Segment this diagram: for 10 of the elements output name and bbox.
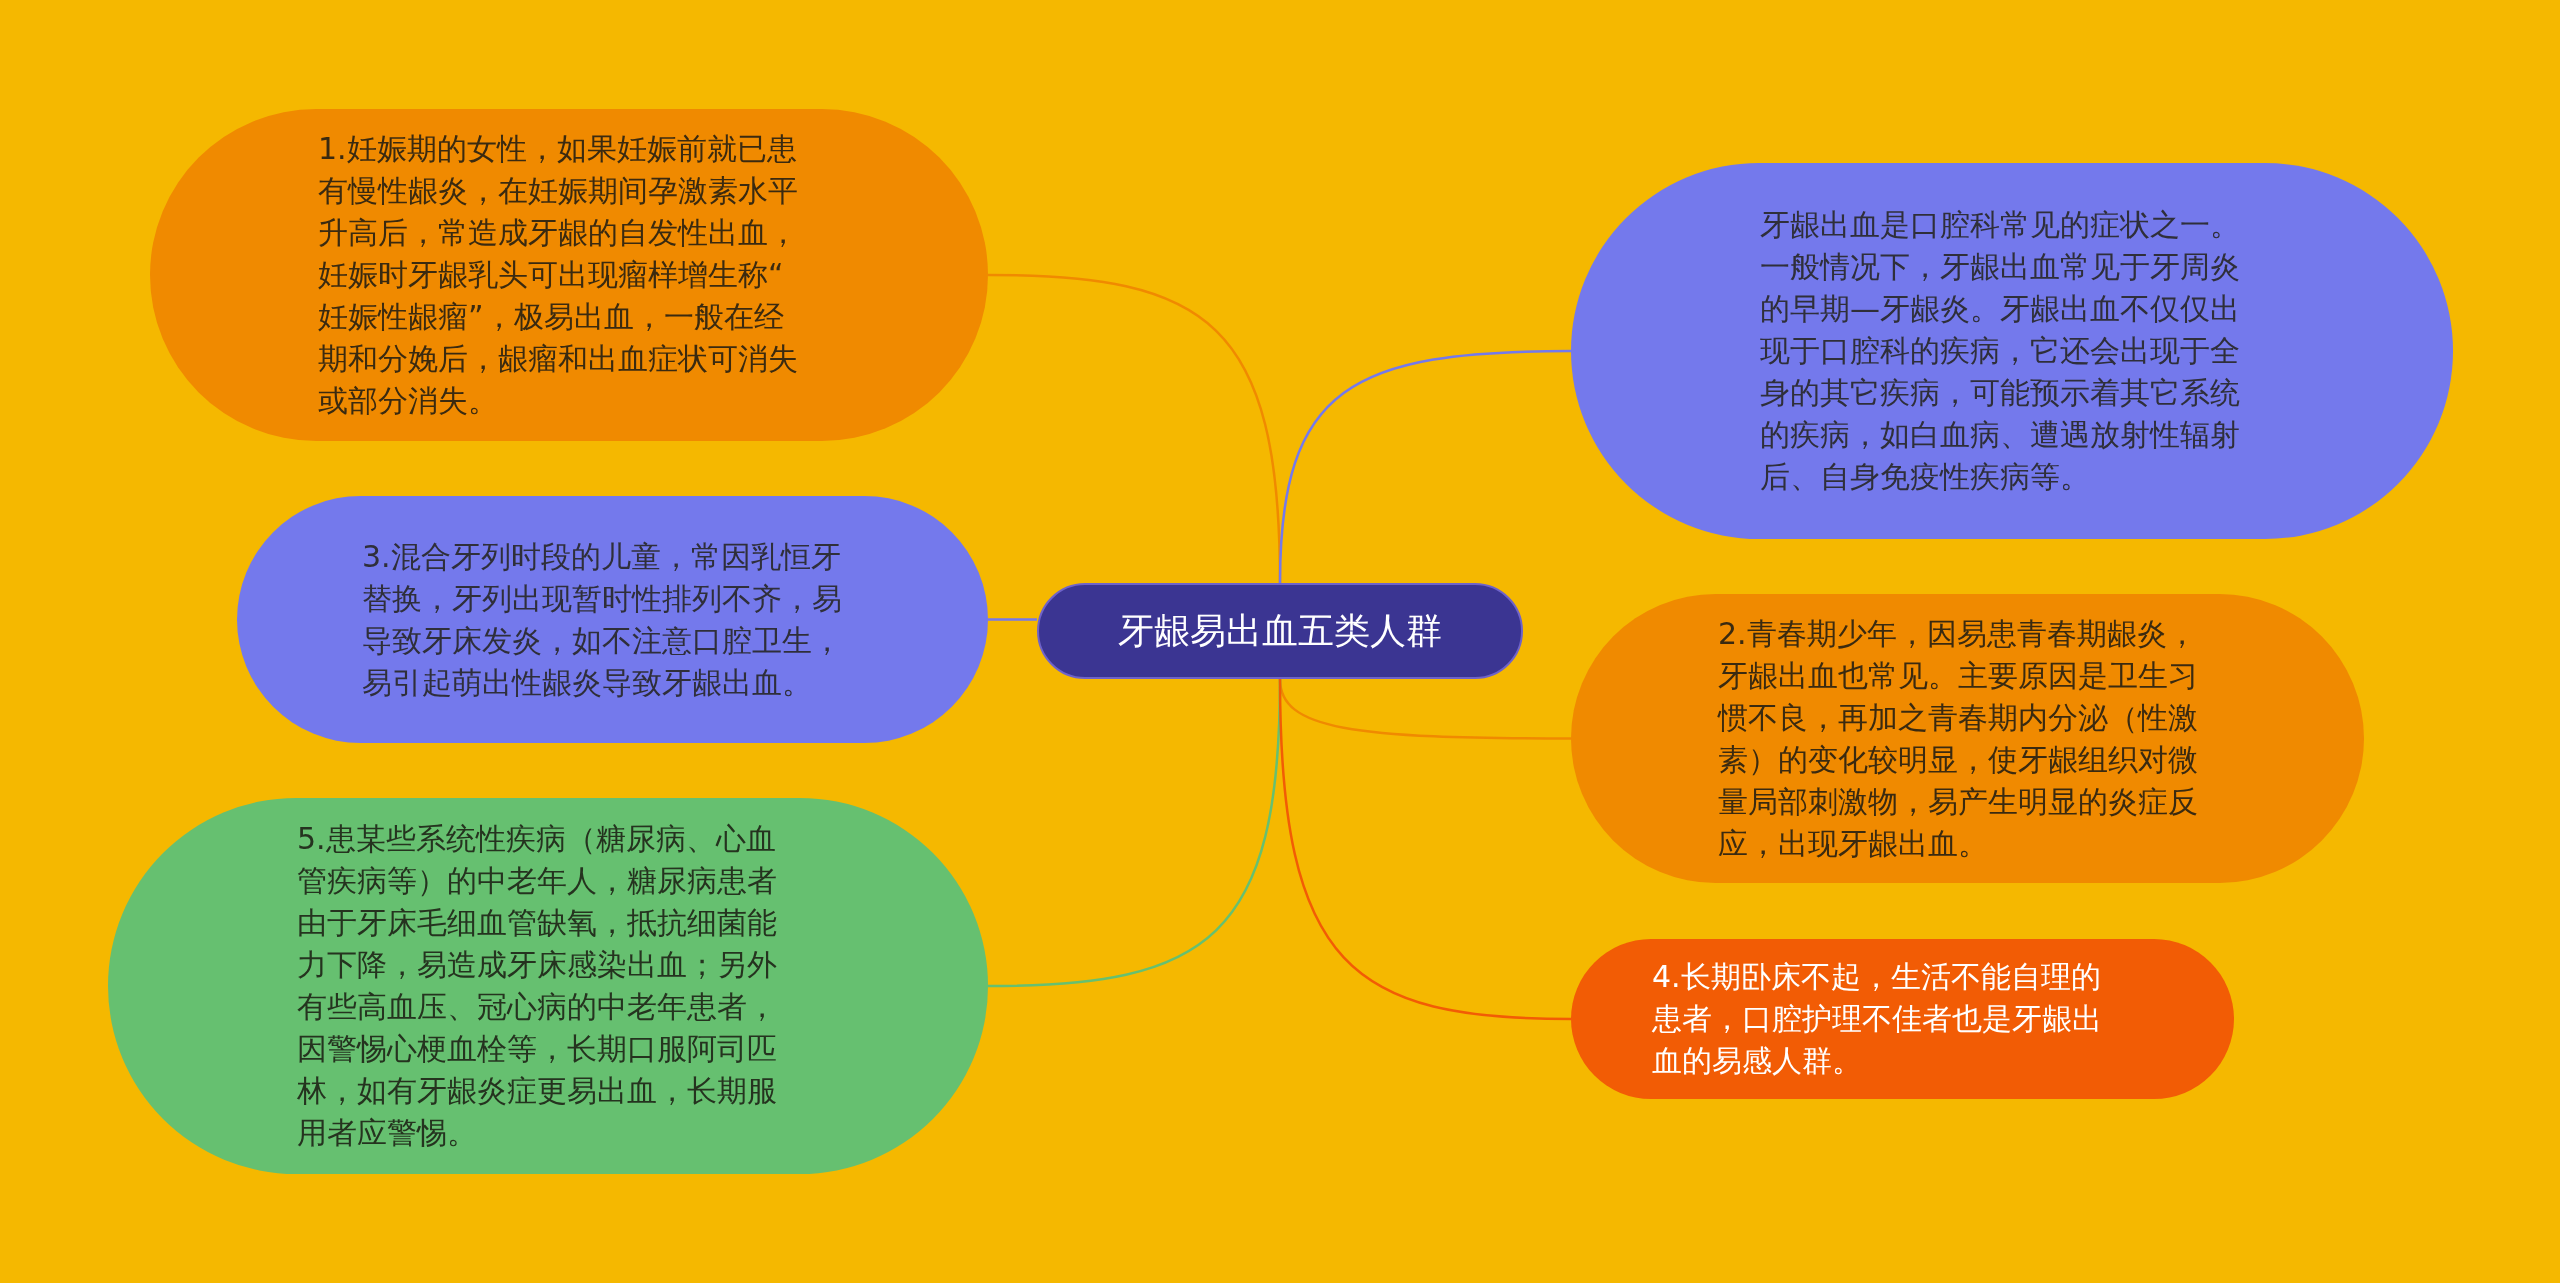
topic-text: 5.患某些系统性疾病（糖尿病、心血管疾病等）的中老年人，糖尿病患者由于牙床毛细血管缺氧，抵抗细菌能力下降，易造成牙床感染出血；另外有些高血压、冠心病的中老年患者，因警惕心梗血栓等，长期口服阿司匹林，如有牙龈炎症更易出血，长期服用者应警惕。 bbox=[297, 820, 778, 1152]
topic-title: 牙龈易出血五类人群 bbox=[1118, 608, 1442, 653]
topic-text: 1.妊娠期的女性，如果妊娠前就已患有慢性龈炎，在妊娠期间孕激素水平升高后，常造成牙龈的自发性出血，妊娠时牙龈乳头可出现瘤样增生称“妊娠性龈瘤”，极易出血，一般在经期和分娩后，龈瘤和出血症状可消失或部分消失。 bbox=[318, 130, 799, 420]
topic-text: 3.混合牙列时段的儿童，常因乳恒牙替换，牙列出现暂时性排列不齐，易导致牙床发炎，如不注意口腔卫生，易引起萌出性龈炎导致牙龈出血。 bbox=[362, 537, 843, 702]
connector-line bbox=[1278, 678, 1572, 1021]
topic-text: 牙龈出血是口腔科常见的症状之一。一般情况下，牙龈出血常见于牙周炎的早期—牙龈炎。牙龈出血不仅仅出现于口腔科的疾病，它还会出现于全身的其它疾病，可能预示着其它系统的疾病，如白血病、遭遇放射性辐射后、自身免疫性疾病等。 bbox=[1760, 206, 2241, 496]
topic-text: 4.长期卧床不起，生活不能自理的患者，口腔护理不佳者也是牙龈出血的易感人群。 bbox=[1652, 958, 2103, 1080]
connector-line bbox=[988, 618, 1037, 621]
topic-text: 2.青春期少年，因易患青春期龈炎，牙龈出血也常见。主要原因是卫生习惯不良，再加之青春期内分泌（性激素）的变化较明显，使牙龈组织对微量局部刺激物，易产生明显的炎症反应，出现牙龈出血。 bbox=[1718, 614, 2199, 863]
connector-line bbox=[1278, 349, 1571, 584]
